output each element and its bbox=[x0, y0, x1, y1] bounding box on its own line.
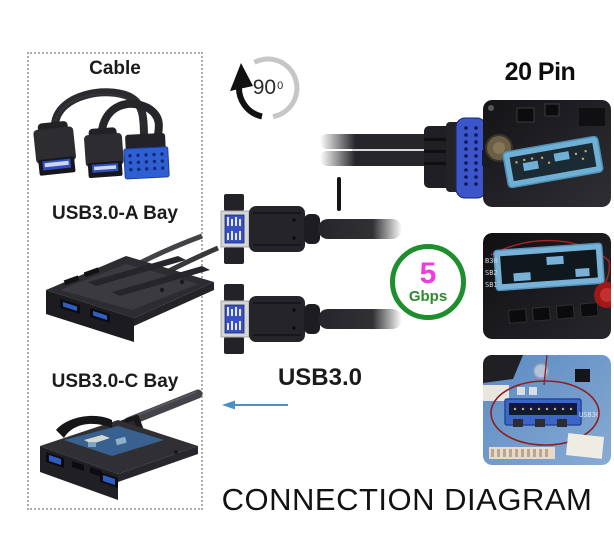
speed-badge: 5 Gbps bbox=[390, 244, 466, 320]
usb3-label: USB3.0 bbox=[277, 364, 363, 391]
cable-photo bbox=[33, 88, 170, 180]
panel-mount-usb-connector-2 bbox=[220, 284, 402, 354]
angled-20pin-connector-illustration bbox=[320, 117, 487, 199]
usb-c-bay-photo bbox=[40, 389, 203, 500]
photo2-silkscreen-sb1: SB1 bbox=[485, 281, 498, 289]
motherboard-photo-3: USB30 bbox=[483, 355, 611, 465]
panel-mount-usb-connector-1 bbox=[220, 194, 402, 264]
rotate-90-icon bbox=[230, 56, 300, 120]
usb-a-bay-photo bbox=[46, 233, 219, 342]
separator-mark bbox=[337, 177, 341, 211]
cable-section-label: Cable bbox=[89, 58, 141, 79]
photo3-silkscreen-usb30: USB30 bbox=[579, 411, 600, 419]
speed-unit: Gbps bbox=[408, 287, 448, 305]
footer-title: CONNECTION DIAGRAM bbox=[221, 482, 593, 517]
photo2-silkscreen-b30: B30 bbox=[485, 257, 498, 265]
left-arrow-icon bbox=[222, 400, 288, 410]
speed-value: 5 bbox=[419, 256, 437, 290]
pin-20-label: 20 Pin bbox=[504, 58, 576, 86]
usb-a-bay-label: USB3.0-A Bay bbox=[51, 203, 178, 224]
motherboard-photo-1 bbox=[483, 100, 611, 207]
motherboard-photo-2: B30 SB2 SB1 bbox=[483, 233, 611, 339]
rotation-degrees-value: 90 bbox=[252, 76, 277, 99]
rotation-degrees-superscript: 0 bbox=[277, 80, 284, 92]
usb-c-bay-label: USB3.0-C Bay bbox=[51, 371, 179, 392]
photo2-silkscreen-sb2: SB2 bbox=[485, 269, 498, 277]
